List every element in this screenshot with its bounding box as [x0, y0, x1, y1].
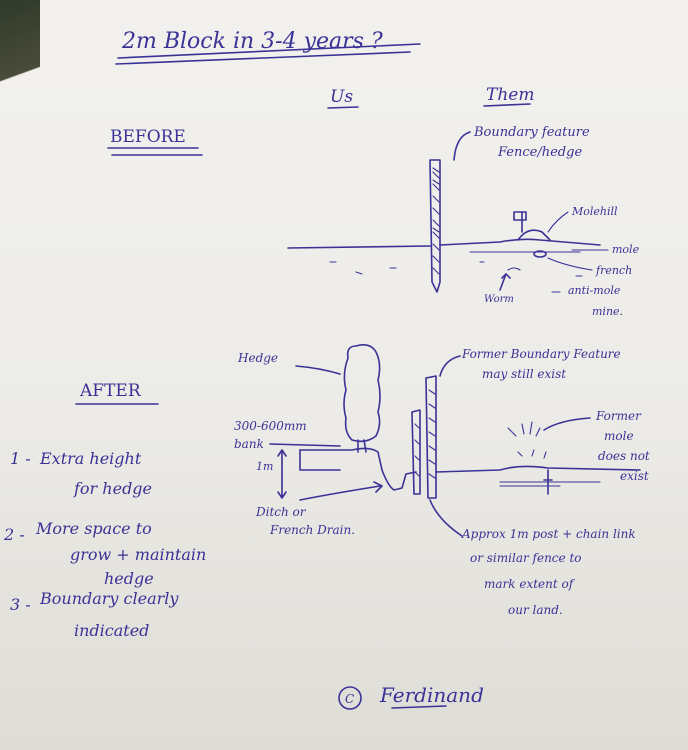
new-post-and-chain-fence: [411, 409, 421, 495]
boundary-feature-label: Boundary feature: [473, 125, 590, 140]
page-title: 2m Block in 3-4 years ?: [121, 29, 383, 54]
post-label-2: or similar fence to: [470, 551, 582, 565]
post-label-1: Approx 1m post + chain link: [461, 527, 636, 541]
hedge-label: Hedge: [237, 351, 278, 365]
flag-icon: [513, 211, 527, 221]
note-2-line-1: More space to: [35, 519, 152, 538]
hedge-shape: [343, 344, 381, 443]
worm-icon: [507, 267, 521, 271]
ditch-arrow: [299, 481, 383, 501]
note-3-line-2: indicated: [74, 621, 149, 640]
former-mole-label-4: exist: [620, 469, 649, 483]
bank-size-label: 300-600mm: [234, 419, 307, 433]
note-2-line-3: hedge: [104, 569, 154, 588]
one-metre-label: 1m: [256, 460, 273, 473]
note-1: 1 - Extra height for hedge: [10, 449, 152, 498]
ground-line-after: [435, 465, 641, 473]
hedge-pointer: [295, 365, 341, 375]
anti-mole-label: anti-mole: [568, 284, 621, 297]
mole-label: mole: [612, 243, 640, 256]
worm-arrow-icon: [499, 273, 511, 291]
title-underline-2: [115, 51, 411, 65]
background-corner: [0, 0, 40, 120]
worm-label: Worm: [484, 294, 514, 305]
former-fence-post: [425, 375, 437, 499]
post-pointer: [429, 499, 463, 537]
note-1-number: 1 -: [10, 449, 31, 468]
bank-outline: [299, 449, 341, 471]
mole-icon: [533, 250, 547, 258]
fence-post-before: [429, 159, 441, 293]
us-header: Us: [330, 87, 353, 107]
note-3-number: 3 -: [10, 595, 31, 614]
post-label-4: our land.: [508, 603, 563, 617]
bank-profile: [299, 447, 417, 491]
us-underline: [327, 106, 359, 109]
stake-icon: [543, 469, 553, 495]
french-drain-label: French Drain.: [269, 523, 355, 537]
former-boundary-label: Former Boundary Feature: [461, 347, 621, 361]
french-pointer: [547, 257, 593, 271]
boundary-pointer-line: [453, 131, 471, 161]
note-1-line-2: for hedge: [73, 479, 152, 498]
them-underline: [483, 103, 531, 107]
former-boundary-pointer: [439, 355, 461, 377]
note-2-line-2: grow + maintain: [70, 545, 206, 564]
former-mole-label-1: Former: [595, 409, 642, 423]
copyright-letter: C: [345, 692, 354, 706]
note-3-line-1: Boundary clearly: [39, 589, 179, 608]
signature-underline: [391, 705, 447, 709]
molehill-label: Molehill: [571, 205, 618, 218]
ground-line-before: [287, 238, 601, 249]
after-heading: AFTER: [79, 381, 142, 401]
french-label: french: [595, 264, 632, 277]
note-1-line-1: Extra height: [39, 449, 142, 468]
former-mole-pointer: [543, 417, 591, 431]
bank-label: bank: [234, 437, 264, 451]
bank-pointer: [269, 443, 341, 447]
hedge-trunk: [357, 439, 367, 453]
molehill-pointer: [547, 211, 569, 233]
mine-label: mine.: [592, 305, 623, 318]
former-mole-label-2: mole: [604, 429, 634, 443]
signature: Ferdinand: [379, 683, 484, 707]
title-underline-1: [117, 43, 421, 59]
molehill-shape: [517, 229, 551, 241]
may-still-exist-label: may still exist: [482, 367, 566, 381]
fence-hedge-label: Fence/hedge: [497, 145, 582, 160]
them-header: Them: [486, 85, 534, 105]
ditch-label: Ditch or: [255, 505, 307, 519]
note-3: 3 - Boundary clearly indicated: [10, 589, 179, 640]
copyright-icon: [338, 686, 362, 710]
post-label-3: mark extent of: [484, 577, 576, 591]
tunnel-line-after: [499, 481, 601, 487]
note-2-number: 2 -: [3, 525, 25, 544]
former-mole-label-3: does not: [598, 449, 650, 463]
explosion-marks-icon: [507, 421, 547, 459]
before-heading: BEFORE: [110, 127, 186, 147]
soil-marks: [329, 261, 583, 277]
note-2: 2 - More space to grow + maintain hedge: [3, 519, 206, 588]
height-arrow: [277, 449, 287, 499]
